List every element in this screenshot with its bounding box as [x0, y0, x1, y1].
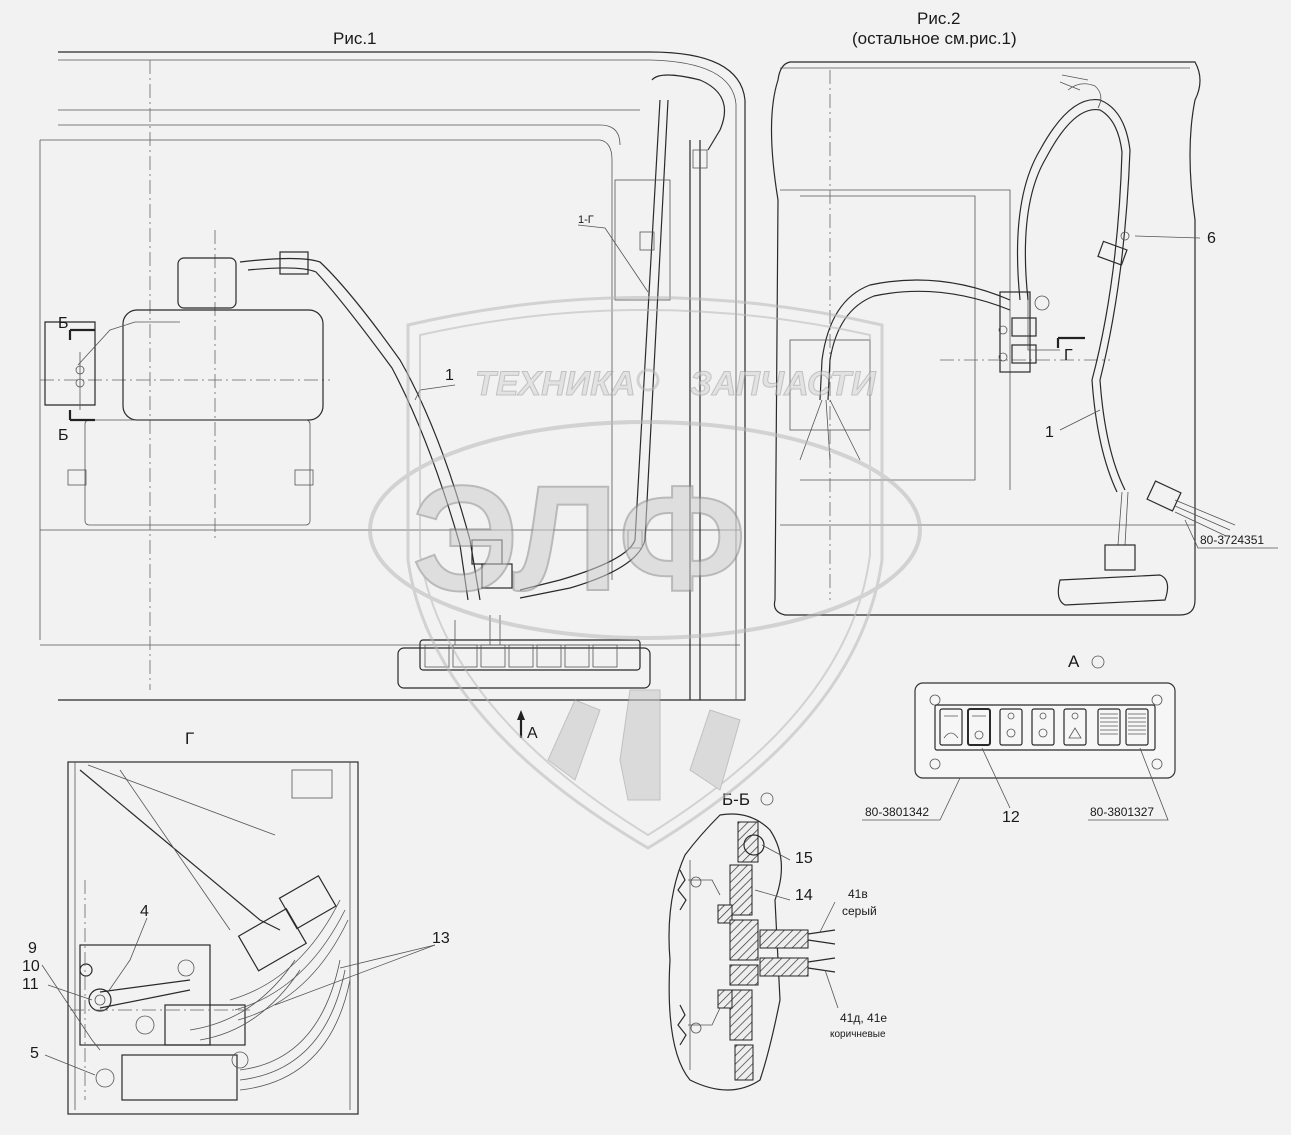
section-mark-b-top: Б	[58, 315, 69, 332]
view-bb-wire-41d-41e: 41д, 41е	[840, 1011, 887, 1025]
view-bb: Б-Б 15 14 41в серый 41д, 41е коричневые	[668, 790, 887, 1091]
view-a: А 80-3801342	[862, 652, 1176, 826]
rocker-switch-1	[939, 708, 963, 746]
figure-1-title: Рис.1	[333, 29, 377, 48]
view-a-title: А	[1068, 652, 1080, 671]
fig2-callout-6: 6	[1207, 230, 1216, 247]
fig1-callout-1g: 1-Г	[578, 214, 594, 226]
fig2-part-80-3724351: 80-3724351	[1200, 533, 1264, 547]
warning-triangle-icon	[1068, 727, 1082, 739]
rocker-switch-4	[1031, 708, 1055, 746]
view-g-callout-5: 5	[30, 1045, 39, 1062]
view-g-callout-10: 10	[22, 958, 40, 975]
watermark-text-line2: ЗАПЧАСТИ	[690, 365, 877, 403]
view-bb-wire-41d-41e-color: коричневые	[830, 1029, 886, 1040]
fig1-callout-1: 1	[445, 367, 454, 384]
view-g-callout-9: 9	[28, 940, 37, 957]
watermark-logo: ЭЛФ	[412, 454, 746, 622]
figure-2-subtitle: (остальное см.рис.1)	[852, 29, 1017, 48]
view-bb-wire-41v-color: серый	[842, 904, 877, 918]
view-g-callout-13: 13	[432, 930, 450, 947]
rocker-switch-3	[999, 708, 1023, 746]
switch-panel-a	[939, 708, 1149, 746]
watermark-wheat-icon	[547, 689, 741, 801]
rocker-switch-5	[1063, 708, 1087, 746]
view-g-callout-4: 4	[140, 903, 149, 920]
rocker-switch-2	[967, 708, 991, 746]
view-bb-callout-15: 15	[795, 850, 813, 867]
figure-2: Рис.2 (остальное см.рис.1)	[770, 9, 1278, 616]
section-mark-g-arrow: Г	[1064, 347, 1073, 364]
view-g-callout-11: 11	[22, 976, 39, 993]
view-bb-wire-41v: 41в	[848, 887, 868, 901]
view-g-title: Г	[185, 729, 194, 748]
watermark-text-line1: ТЕХНИКА	[475, 365, 636, 403]
fan-icon	[974, 730, 984, 740]
view-a-part-80-3801327: 80-3801327	[1090, 805, 1154, 819]
view-g: Г 4 9 10 11	[22, 729, 450, 1115]
watermark: ТЕХНИКА ЗАПЧАСТИ ЭЛФ	[368, 296, 922, 850]
lamp-icon	[1038, 728, 1048, 738]
watermark-gear-icon	[636, 368, 660, 392]
view-a-callout-12: 12	[1002, 809, 1020, 826]
wiper-icon	[943, 732, 959, 739]
fig1-switch-row	[424, 644, 618, 668]
view-bb-callout-14: 14	[795, 887, 813, 904]
blank-switch-1	[1097, 708, 1121, 746]
section-mark-a-arrow: А	[527, 725, 538, 742]
figure-1: Рис.1	[39, 29, 746, 742]
fig2-callout-1: 1	[1045, 424, 1054, 441]
watermark-shield-outline	[406, 296, 884, 850]
view-a-part-80-3801342: 80-3801342	[865, 805, 929, 819]
lamp-icon	[1006, 728, 1016, 738]
blank-switch-2	[1125, 708, 1149, 746]
figure-2-title: Рис.2	[917, 9, 961, 28]
section-mark-b-bottom: Б	[58, 427, 69, 444]
view-bb-title: Б-Б	[722, 790, 750, 809]
